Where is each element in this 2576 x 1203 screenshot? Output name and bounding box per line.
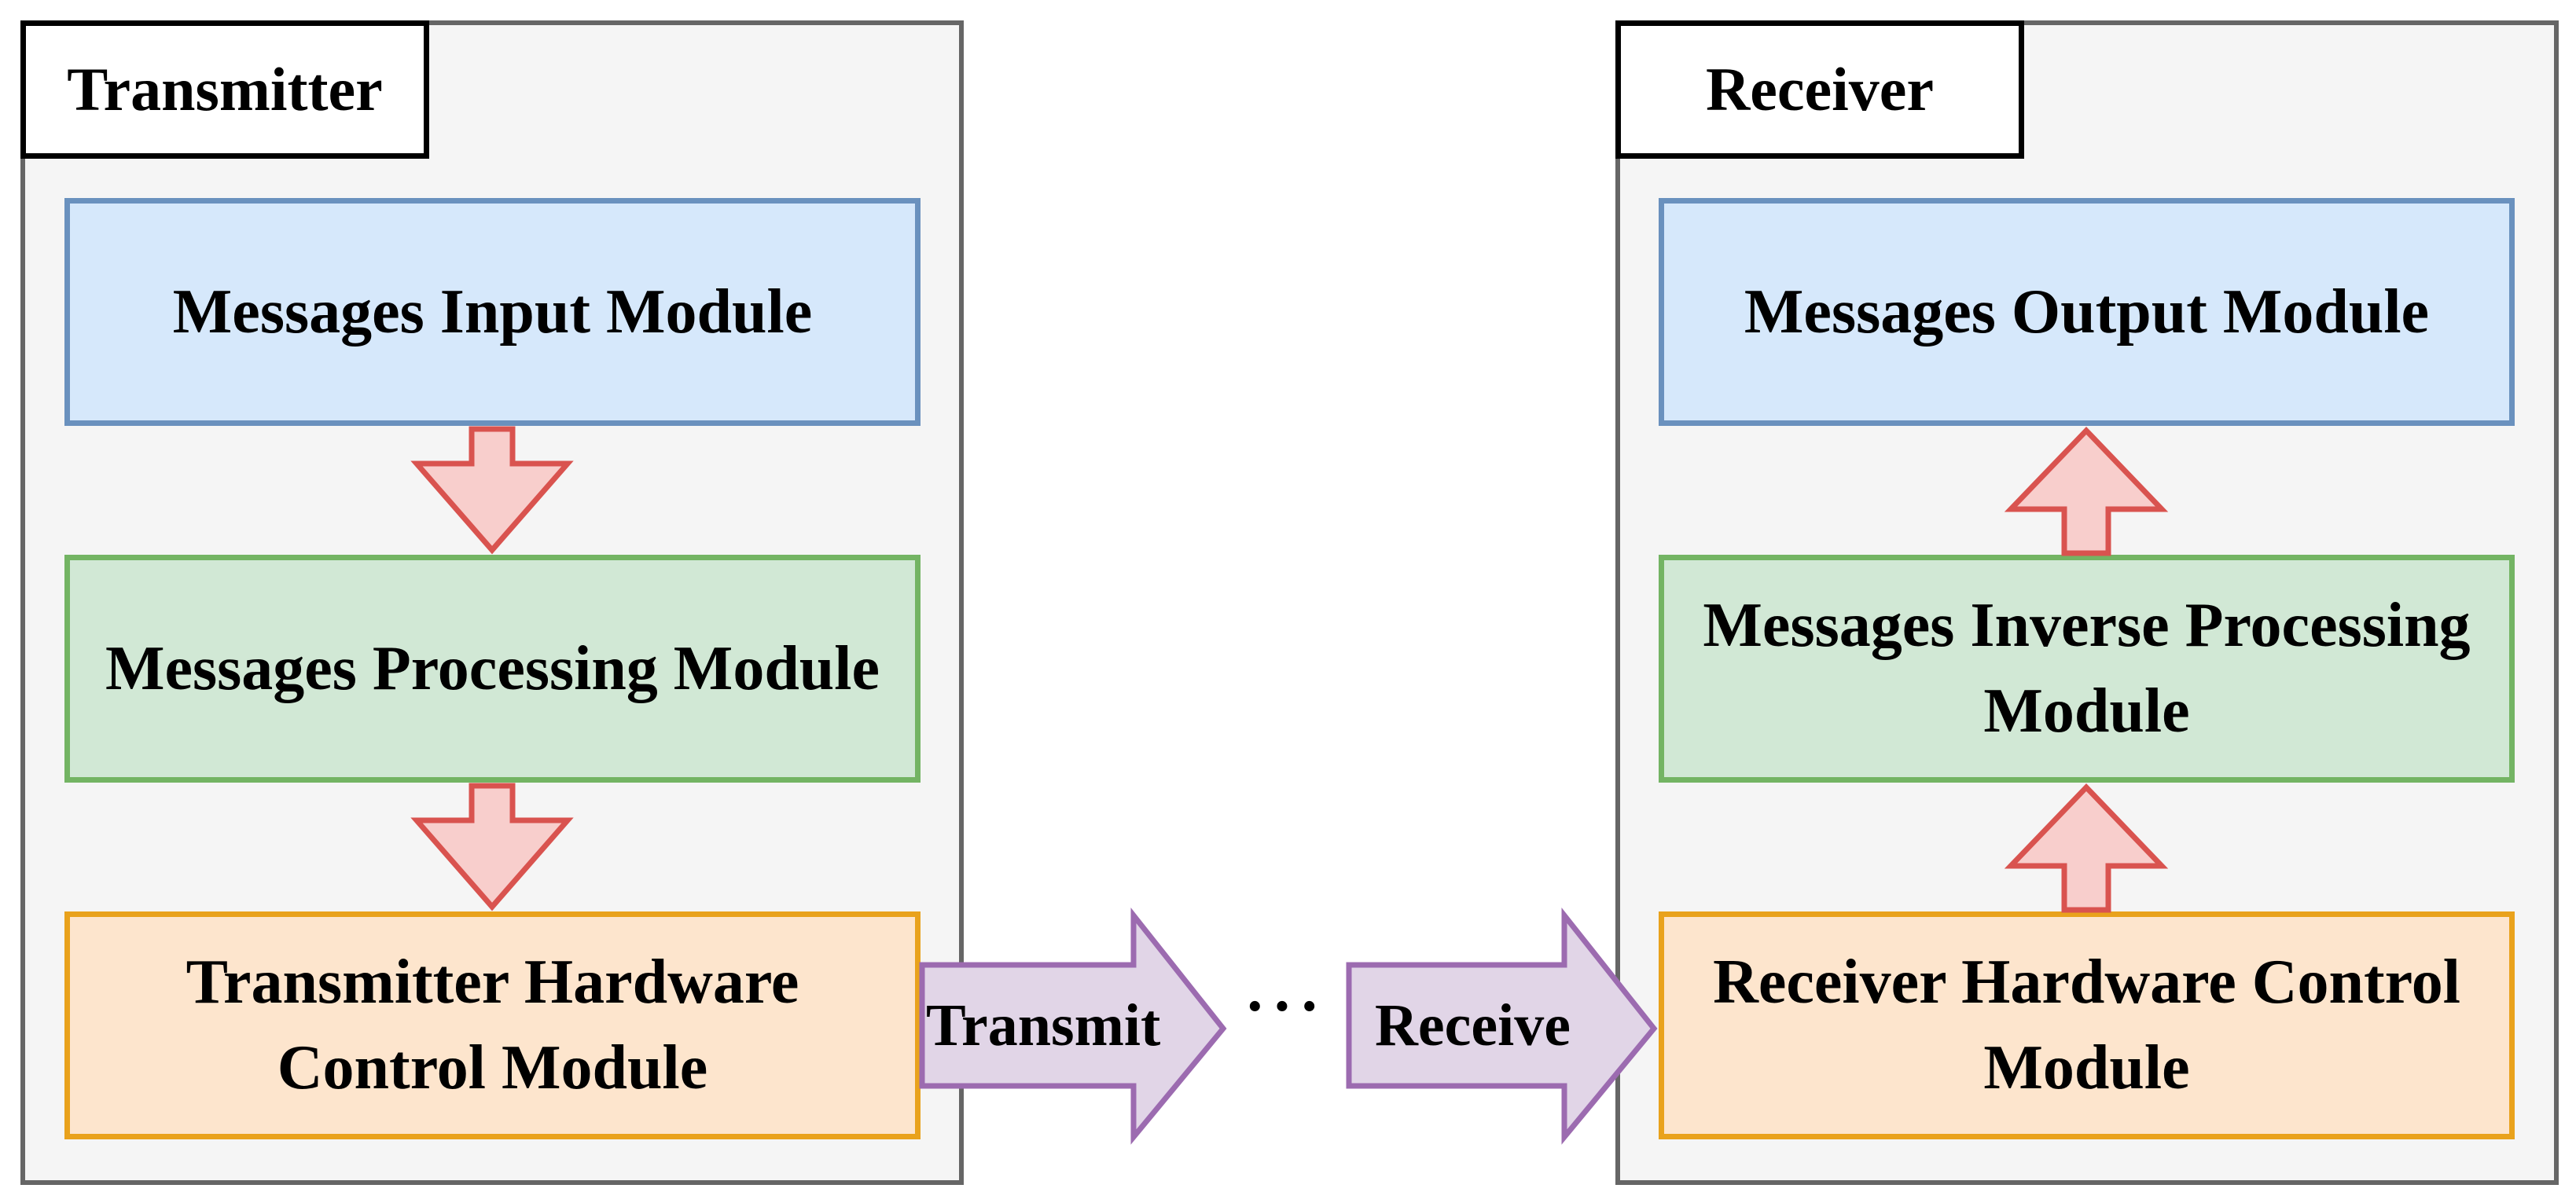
messages-processing-module: Messages Processing Module (64, 555, 921, 783)
up-arrow-hardware-to-processing (2004, 783, 2169, 913)
down-arrow-input-to-processing (410, 426, 574, 555)
messages-input-module: Messages Input Module (64, 198, 921, 426)
receiver-hardware-control-module-label: Receiver Hardware Control Module (1713, 948, 2460, 1102)
messages-output-module-label: Messages Output Module (1744, 277, 2430, 347)
messages-inverse-processing-module: Messages Inverse Processing Module (1659, 555, 2515, 783)
messages-processing-module-label: Messages Processing Module (105, 633, 880, 703)
receiver-hardware-control-module: Receiver Hardware Control Module (1659, 911, 2515, 1139)
receiver-title: Receiver (1615, 20, 2024, 159)
transmit-label: Transmit (926, 992, 1161, 1058)
transmitter-title: Transmitter (20, 20, 429, 159)
transmitter-hardware-control-module-label: Transmitter Hardware Control Module (186, 948, 799, 1102)
messages-input-module-label: Messages Input Module (172, 277, 813, 347)
down-arrow-processing-to-hardware (410, 783, 574, 911)
receive-label: Receive (1375, 992, 1571, 1058)
transmitter-hardware-control-module: Transmitter Hardware Control Module (64, 911, 921, 1139)
transmit-arrow (919, 907, 1227, 1145)
messages-inverse-processing-module-label: Messages Inverse Processing Module (1703, 591, 2471, 746)
messages-output-module: Messages Output Module (1659, 198, 2515, 426)
ellipsis-label: ··· (1244, 972, 1327, 1041)
up-arrow-processing-to-output (2004, 426, 2169, 556)
receive-arrow (1346, 907, 1658, 1145)
